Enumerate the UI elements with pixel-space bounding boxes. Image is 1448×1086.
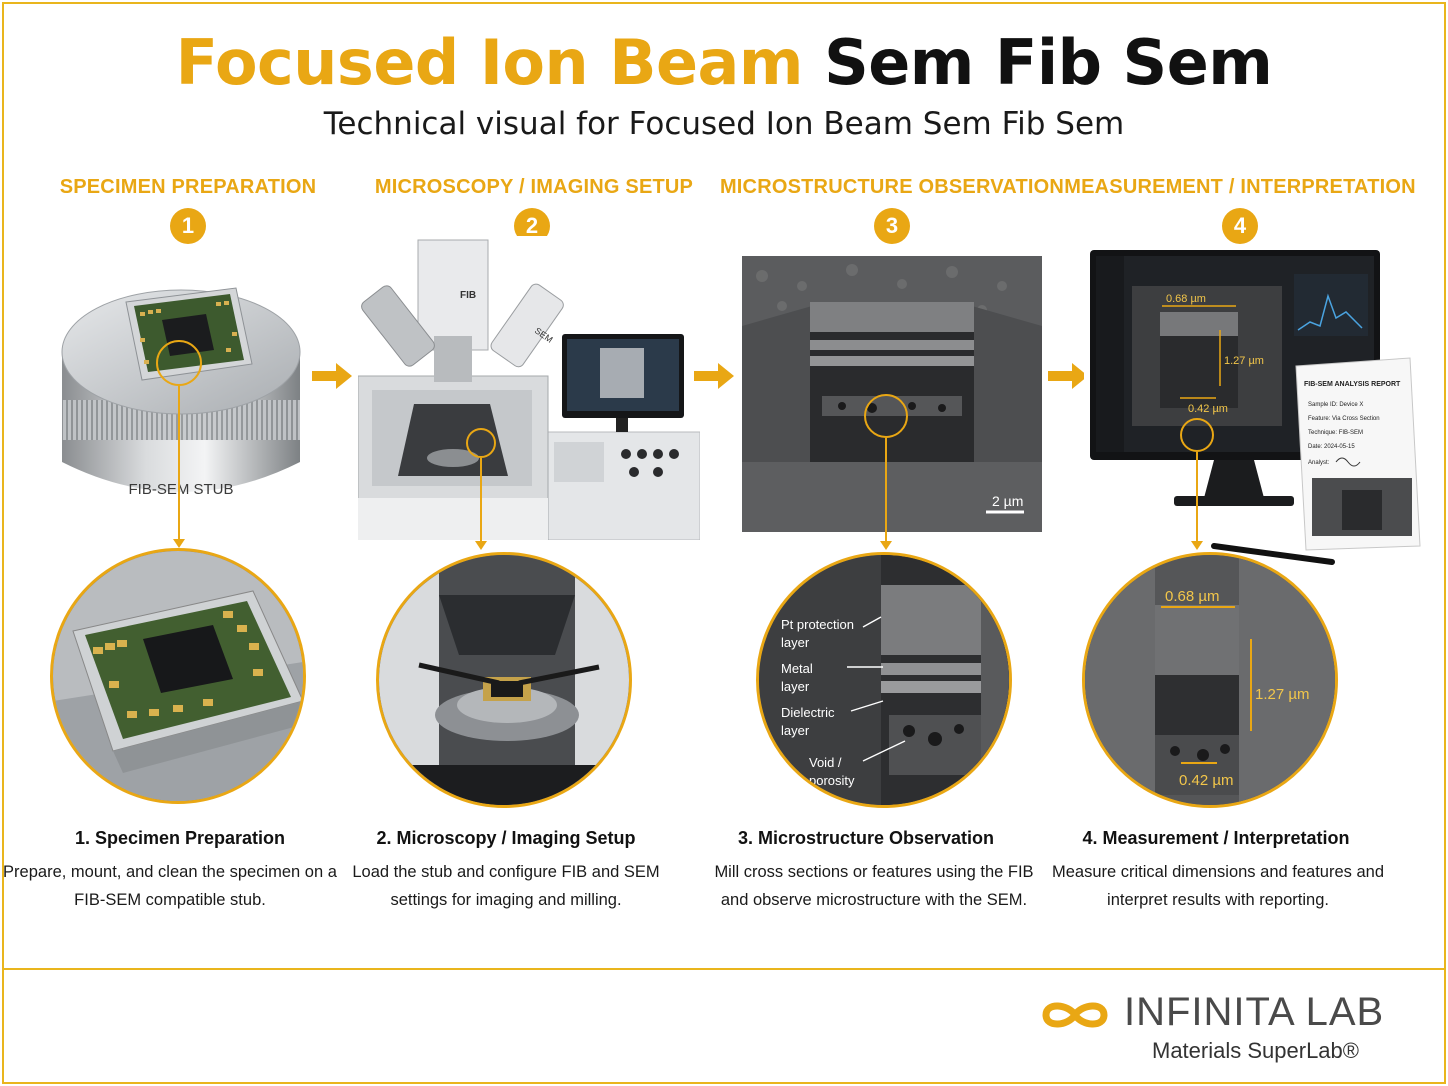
step-2-zoom-ring <box>466 428 496 458</box>
page-subtitle: Technical visual for Focused Ion Beam Se… <box>323 106 1125 142</box>
scale-bar-label: 2 µm <box>992 493 1023 509</box>
brand-tagline: Materials SuperLab® <box>1152 1038 1359 1063</box>
step-4-zoom-ring <box>1180 418 1214 452</box>
step-4-heading: MEASUREMENT / INTERPRETATION <box>1064 176 1416 198</box>
layer-label-pt-1: Pt protection <box>781 617 854 632</box>
step-1-connector <box>173 386 185 548</box>
brand-name: INFINITA LAB <box>1124 990 1385 1034</box>
step-3-heading: MICROSTRUCTURE OBSERVATION <box>719 176 1065 198</box>
step-1-zoom-circle <box>50 548 306 804</box>
arrow-2-3 <box>694 362 734 390</box>
title-rest: Sem Fib Sem <box>824 26 1273 99</box>
report-title: FIB-SEM ANALYSIS REPORT <box>1304 381 1401 388</box>
step-4-number: 4 <box>1222 208 1258 244</box>
infinity-icon <box>1042 1002 1108 1028</box>
brand-logo: INFINITA LAB Materials SuperLab® <box>1040 990 1400 1070</box>
step-3-number: 3 <box>874 208 910 244</box>
step-4-caption-text: Measure critical dimensions and features… <box>1051 863 1384 909</box>
monitor-width-label: 0.68 µm <box>1166 293 1206 305</box>
page-title: Focused Ion Beam Sem Fib Sem <box>0 26 1448 99</box>
step-2-connector <box>475 458 487 550</box>
zoom-height-label: 1.27 µm <box>1255 686 1310 703</box>
stub-label: FIB-SEM STUB <box>128 481 233 498</box>
step-3-connector <box>880 438 892 550</box>
stub-image: FIB-SEM STUB <box>56 272 306 512</box>
title-highlight: Focused Ion Beam <box>175 26 804 99</box>
step-4-connector <box>1191 452 1203 550</box>
layer-label-void-1: Void / <box>809 755 842 770</box>
step-2-zoom-circle <box>376 552 632 808</box>
step-3-caption-title: 3. Microstructure Observation <box>737 828 995 848</box>
arrow-3-4 <box>1048 362 1088 390</box>
step-1-zoom-ring <box>156 340 202 386</box>
layer-label-metal-1: Metal <box>781 661 813 676</box>
step-1-heading: SPECIMEN PREPARATION <box>59 176 317 198</box>
step-3-zoom-ring <box>864 394 908 438</box>
layer-label-void-2: porosity <box>809 773 855 788</box>
zoom-width-label: 0.68 µm <box>1165 588 1220 605</box>
analyst-signature <box>1335 457 1361 467</box>
fib-sem-instrument-image: FIB SEM <box>358 236 700 540</box>
step-1-number: 1 <box>170 208 206 244</box>
report-analyst: Analyst: <box>1308 460 1330 466</box>
layer-label-pt-2: layer <box>781 635 810 650</box>
analysis-monitor-image: 0.68 µm 1.27 µm 0.42 µm FIB-SEM ANALYSIS… <box>1084 246 1428 572</box>
report-feature: Feature: Via Cross Section <box>1308 416 1380 422</box>
monitor-bottom-label: 0.42 µm <box>1188 403 1228 415</box>
report-sample: Sample ID: Device X <box>1308 402 1363 408</box>
step-3-zoom-circle: Pt protection layer Metal layer Dielectr… <box>756 552 1012 808</box>
step-3-caption-text: Mill cross sections or features using th… <box>714 863 1034 909</box>
layer-label-dielectric-1: Dielectric <box>781 705 835 720</box>
step-2-heading: MICROSCOPY / IMAGING SETUP <box>374 176 694 198</box>
step-2-caption-text: Load the stub and configure FIB and SEM … <box>352 863 660 909</box>
monitor-height-label: 1.27 µm <box>1224 355 1264 367</box>
step-1-caption-text: Prepare, mount, and clean the specimen o… <box>3 863 337 909</box>
zoom-bottom-label: 0.42 µm <box>1179 772 1234 789</box>
step-1-caption-title: 1. Specimen Preparation <box>74 828 286 848</box>
layer-label-dielectric-2: layer <box>781 723 810 738</box>
step-4-zoom-circle: 0.68 µm 1.27 µm 0.42 µm <box>1082 552 1338 808</box>
step-2-caption-title: 2. Microscopy / Imaging Setup <box>376 828 636 848</box>
footer-divider <box>2 968 1446 970</box>
report-date: Date: 2024-05-15 <box>1308 444 1355 450</box>
layer-label-metal-2: layer <box>781 679 810 694</box>
arrow-1-2 <box>312 362 352 390</box>
report-technique: Technique: FIB-SEM <box>1308 430 1363 436</box>
step-4-caption-title: 4. Measurement / Interpretation <box>1082 828 1350 848</box>
fib-column-label: FIB <box>460 290 476 301</box>
